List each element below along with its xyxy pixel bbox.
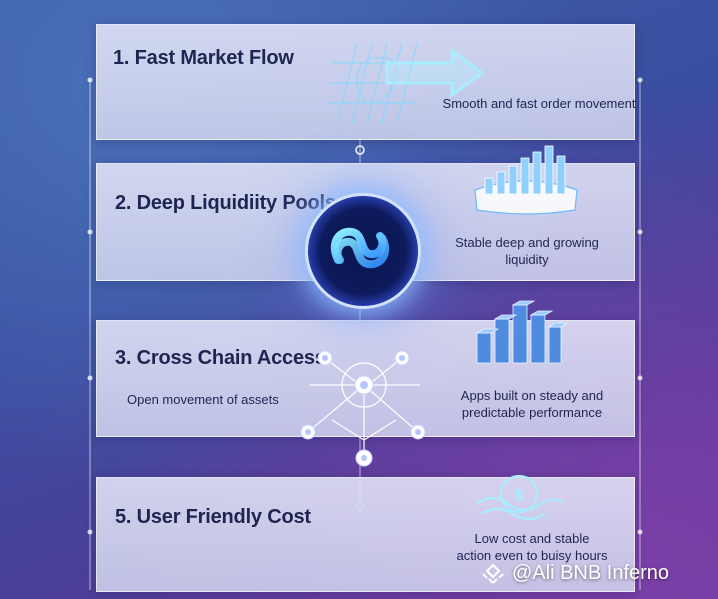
card-description: Stable deep and growing liquidity [432, 234, 622, 268]
card-title: 1. Fast Market Flow [113, 47, 294, 69]
arrow-right-icon [327, 42, 485, 124]
description-line: Stable deep and growing [455, 235, 599, 250]
card-left-description: Open movement of assets [127, 392, 279, 407]
description-line: action even to buisy hours [456, 548, 608, 563]
card-title: 3. Cross Chain Access [115, 347, 326, 369]
binance-diamond-icon [482, 563, 504, 584]
description-line: predictable performance [461, 405, 603, 420]
isometric-blocks-icon [475, 300, 569, 364]
card-user-friendly-cost: 5. User Friendly Cost $ Low cost and sta… [96, 474, 635, 592]
watermark-text: @Ali BNB Inferno [512, 562, 670, 584]
center-logo-node [305, 193, 421, 309]
svg-text:$: $ [513, 485, 524, 504]
description-line: liquidity [505, 252, 549, 267]
injective-logo-icon [330, 227, 390, 269]
card-description: Smooth and fast order movement [442, 96, 636, 111]
bar-chart-icon [474, 145, 578, 215]
card-description: Low cost and stable action even to buisy… [437, 530, 627, 564]
card-title: 5. User Friendly Cost [115, 506, 311, 528]
card-fast-market-flow: 1. Fast Market Flow Smooth and fast orde… [96, 24, 635, 140]
description-line: Apps built on steady and [460, 388, 604, 403]
dollar-coin-icon: $ [476, 474, 564, 521]
network-nodes-icon [300, 350, 426, 467]
description-line: Low cost and stable [474, 531, 590, 546]
watermark: @Ali BNB Inferno [480, 562, 669, 585]
card-description: Apps built on steady and predictable per… [437, 387, 627, 421]
card-title: 2. Deep Liquidiity Pools [115, 192, 336, 214]
